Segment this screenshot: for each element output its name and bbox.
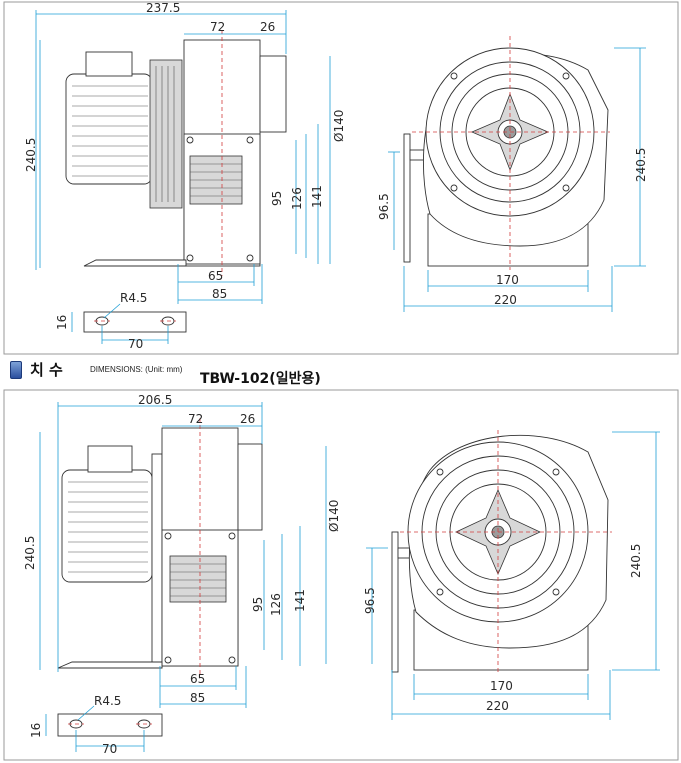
top-foot-220: 220 [494, 293, 517, 307]
bottom-outlet-width: 26 [240, 412, 255, 426]
top-base-85: 85 [212, 287, 227, 301]
top-outlet-center: 96.5 [377, 193, 391, 220]
top-slot-detail [83, 311, 187, 333]
top-slot-dimensions [71, 303, 169, 344]
top-slot-70: 70 [128, 337, 143, 351]
bottom-inner-141: 141 [293, 589, 307, 612]
bottom-overall-width: 206.5 [138, 393, 172, 407]
top-foot-170: 170 [496, 273, 519, 287]
section-title: 치 수 [30, 361, 63, 379]
top-base-65: 65 [208, 269, 223, 283]
top-overall-width: 237.5 [146, 1, 180, 15]
top-drawing-frame [3, 1, 679, 355]
bottom-slot-detail [57, 713, 163, 737]
bottom-front-dimensions [366, 431, 660, 720]
bottom-slot-70: 70 [102, 742, 117, 756]
top-height: 240.5 [24, 138, 38, 172]
bottom-slot-radius: R4.5 [94, 694, 121, 708]
bottom-foot-170: 170 [490, 679, 513, 693]
bottom-inner-95: 95 [251, 597, 265, 612]
bottom-side-view [57, 418, 263, 676]
bottom-slot-16: 16 [29, 723, 43, 738]
section-header: 치 수 DIMENSIONS: (Unit: mm) TBW-102(일반용) [4, 356, 680, 387]
bottom-slot-dimensions [45, 705, 145, 752]
top-front-dimensions [388, 47, 646, 312]
bottom-diameter: Ø140 [327, 500, 341, 532]
bottom-front-height: 240.5 [629, 544, 643, 578]
model-name: TBW-102(일반용) [200, 371, 321, 387]
bottom-foot-220: 220 [486, 699, 509, 713]
section-subtitle: DIMENSIONS: (Unit: mm) [90, 365, 183, 374]
bottom-base-85: 85 [190, 691, 205, 705]
top-inner-95: 95 [270, 191, 284, 206]
top-slot-radius: R4.5 [120, 291, 147, 305]
top-slot-16: 16 [55, 315, 69, 330]
top-diameter: Ø140 [332, 110, 346, 142]
top-side-dimensions [35, 10, 331, 304]
top-casing-width: 72 [210, 20, 225, 34]
top-front-view [403, 36, 610, 270]
top-side-view [65, 30, 287, 276]
section-marker-icon [10, 361, 22, 379]
top-front-height: 240.5 [634, 148, 648, 182]
bottom-casing-width: 72 [188, 412, 203, 426]
bottom-inner-126: 126 [269, 593, 283, 616]
bottom-outlet-center: 96.5 [363, 587, 377, 614]
bottom-drawing-frame [3, 389, 679, 761]
bottom-base-65: 65 [190, 672, 205, 686]
bottom-side-dimensions [39, 402, 327, 708]
top-outlet-width: 26 [260, 20, 275, 34]
bottom-height: 240.5 [23, 536, 37, 570]
bottom-front-view [391, 430, 612, 674]
top-inner-126: 126 [290, 187, 304, 210]
top-inner-141: 141 [310, 185, 324, 208]
